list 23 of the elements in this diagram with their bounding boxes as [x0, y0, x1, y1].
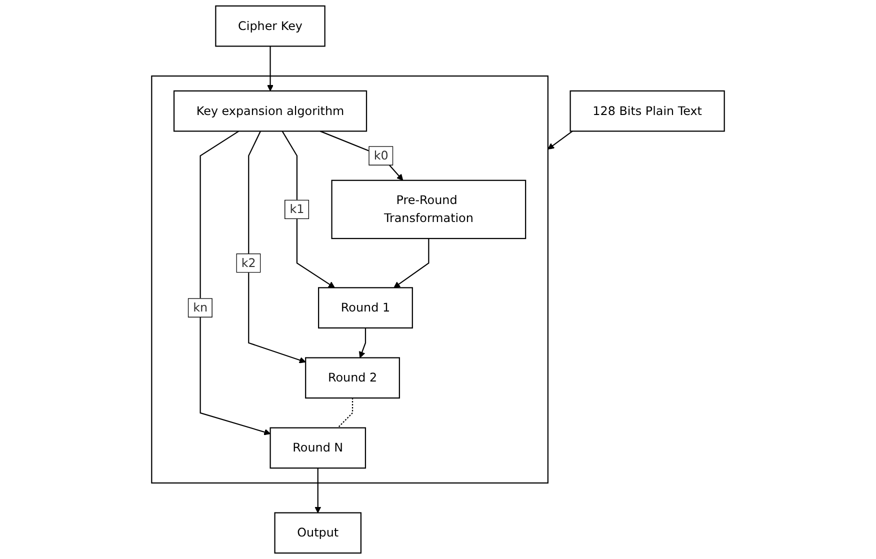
node-box: Cipher Key [215, 5, 326, 47]
edge-label: k0 [374, 148, 388, 162]
arrow [320, 130, 404, 181]
edge-label: kn [193, 300, 208, 315]
arrow [548, 130, 573, 150]
arrow [282, 130, 335, 288]
node-box: Key expansion algorithm [173, 90, 368, 132]
node-box: Output [274, 512, 362, 554]
node-box: Round 2 [305, 357, 400, 399]
node-box: Round 1 [318, 287, 413, 328]
arrow [248, 130, 306, 364]
arrow [358, 328, 366, 358]
arrow [314, 468, 322, 514]
edge-label: k2 [241, 256, 256, 270]
arrow [394, 238, 430, 288]
arrow [266, 46, 274, 92]
arrow [200, 130, 271, 436]
node-box: Pre-Round Transformation [331, 180, 526, 240]
node-box: 128 Bits Plain Text [570, 90, 725, 132]
edge-label: k1 [290, 202, 304, 216]
node-box: Round N [270, 427, 366, 469]
connector [337, 398, 354, 428]
cluster [151, 75, 548, 484]
